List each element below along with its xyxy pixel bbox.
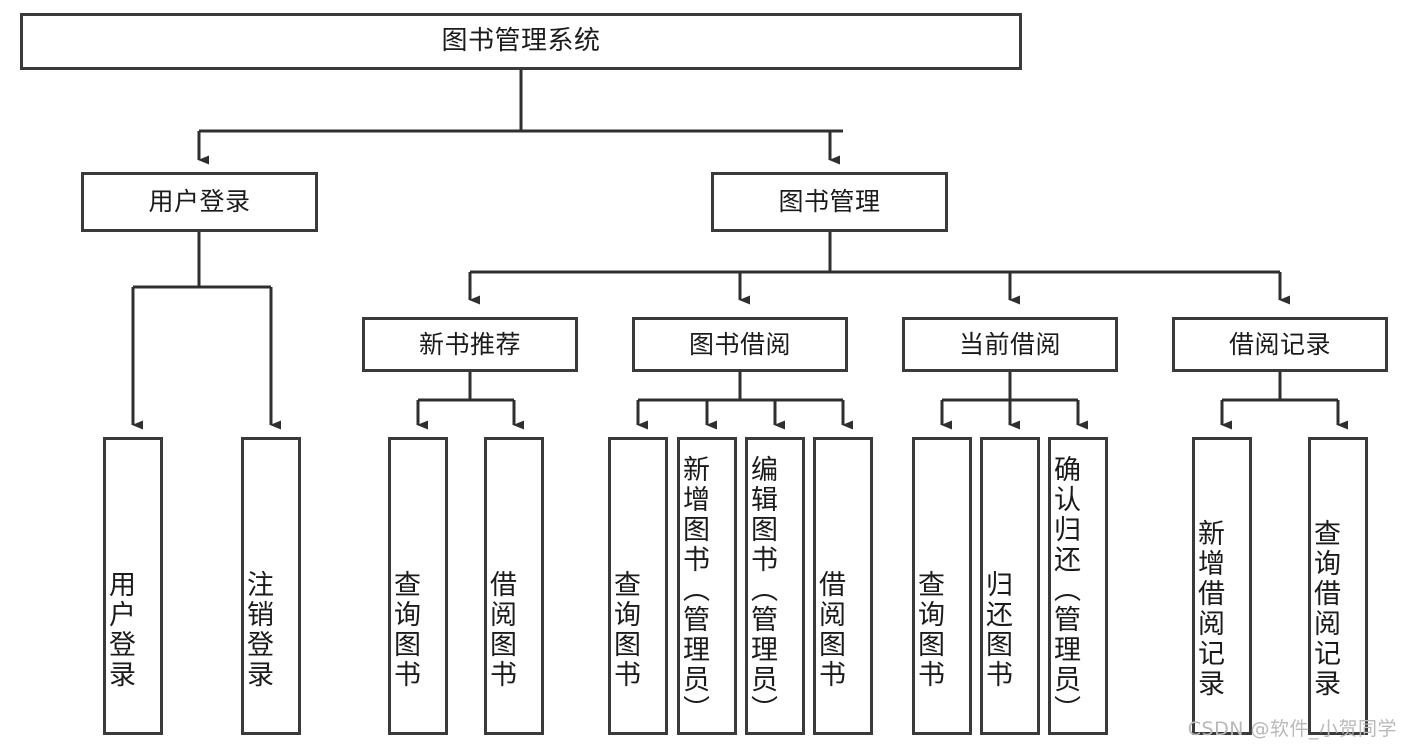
node-label: 用户登录 (104, 570, 135, 690)
node-book-borrow[interactable]: 图书借阅 (632, 317, 848, 372)
node-label: 归还图书 (981, 570, 1012, 690)
node-leaf-cb-query-book[interactable]: 查询图书 (912, 437, 972, 735)
node-leaf-br-query-record[interactable]: 查询借阅记录 (1308, 437, 1368, 735)
node-leaf-cb-confirm-return[interactable]: 确认归还（管理员） (1048, 437, 1108, 735)
node-current-borrow[interactable]: 当前借阅 (902, 317, 1118, 372)
node-label: 图书管理系统 (441, 26, 601, 57)
node-leaf-br-add-record[interactable]: 新增借阅记录 (1192, 437, 1252, 735)
node-label: 当前借阅 (958, 329, 1061, 359)
node-label: 借阅图书 (814, 570, 845, 690)
node-leaf-nb-query-book[interactable]: 查询图书 (388, 437, 448, 735)
node-user-login[interactable]: 用户登录 (81, 172, 318, 232)
node-leaf-bb-edit-book[interactable]: 编辑图书（管理员） (745, 437, 805, 735)
node-label: 编辑图书（管理员） (746, 455, 777, 725)
node-label: 图书管理 (778, 187, 881, 217)
node-leaf-cb-return-book[interactable]: 归还图书 (980, 437, 1040, 735)
node-leaf-bb-add-book[interactable]: 新增图书（管理员） (677, 437, 737, 735)
node-label: 图书借阅 (688, 329, 791, 359)
node-root-library-system[interactable]: 图书管理系统 (20, 13, 1022, 70)
node-label: 用户登录 (148, 187, 251, 217)
node-leaf-bb-borrow-book[interactable]: 借阅图书 (813, 437, 873, 735)
node-label: 查询图书 (913, 570, 944, 690)
node-label: 新书推荐 (418, 329, 521, 359)
node-leaf-user-login[interactable]: 用户登录 (103, 437, 163, 735)
node-label: 新增图书（管理员） (678, 455, 709, 725)
node-new-book-recommend[interactable]: 新书推荐 (362, 317, 578, 372)
node-label: 查询借阅记录 (1309, 519, 1340, 699)
node-borrow-record[interactable]: 借阅记录 (1172, 317, 1388, 372)
node-label: 借阅图书 (485, 570, 516, 690)
node-book-management[interactable]: 图书管理 (711, 172, 948, 232)
node-label: 新增借阅记录 (1193, 519, 1224, 699)
node-leaf-logout[interactable]: 注销登录 (241, 437, 301, 735)
node-label: 查询图书 (389, 570, 420, 690)
node-label: 借阅记录 (1228, 329, 1331, 359)
node-label: 注销登录 (242, 570, 273, 690)
node-label: 查询图书 (609, 570, 640, 690)
csdn-watermark: CSDN @软件_小贺同学 (1187, 718, 1397, 740)
node-label: 确认归还（管理员） (1049, 455, 1080, 725)
node-leaf-nb-borrow-book[interactable]: 借阅图书 (484, 437, 544, 735)
node-leaf-bb-query-book[interactable]: 查询图书 (608, 437, 668, 735)
